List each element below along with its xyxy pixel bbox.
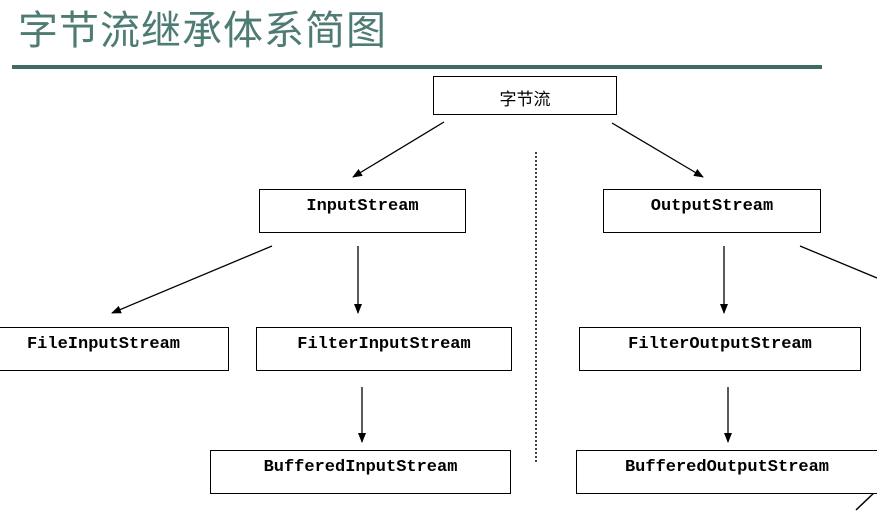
node-filteroutputstream: FilterOutputStream [579,327,861,371]
edge-root-to-outputstream [611,122,704,178]
node-bufferedinputstream: BufferedInputStream [210,450,511,494]
edge-outputstream-offscreen [799,245,877,279]
slide-title: 字节流继承体系简图 [18,8,387,54]
node-inputstream: InputStream [259,189,466,233]
edge-inputstream-to-fileinputstream [111,245,273,314]
node-bufferedoutputstream: BufferedOutputStream [576,450,877,494]
edge-root-to-inputstream [352,121,445,178]
node-fileinputstream: FileInputStream [0,327,229,371]
title-underline [12,65,822,69]
node-root: 字节流 [433,76,617,115]
node-filterinputstream: FilterInputStream [256,327,512,371]
node-outputstream: OutputStream [603,189,821,233]
